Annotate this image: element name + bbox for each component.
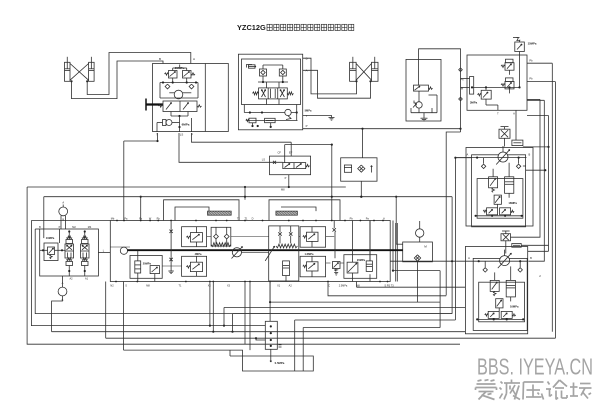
svg-text:P: P	[306, 124, 308, 128]
svg-text:A: A	[467, 152, 469, 156]
svg-text:10MPa: 10MPa	[46, 236, 55, 240]
svg-text:20MPa: 20MPa	[357, 258, 366, 262]
svg-text:1.6MPa: 1.6MPa	[305, 252, 314, 256]
svg-text:A: A	[62, 201, 64, 205]
svg-text:4MPa: 4MPa	[195, 252, 202, 256]
svg-text:2.5MPa: 2.5MPa	[339, 284, 348, 287]
svg-text:6MPa: 6MPa	[182, 123, 190, 127]
svg-text:P: P	[285, 176, 287, 180]
svg-text:5MPa: 5MPa	[305, 109, 312, 113]
svg-text:CF: CF	[277, 151, 281, 155]
svg-text:0.5MPa: 0.5MPa	[275, 361, 285, 365]
svg-text:B: B	[530, 256, 532, 260]
svg-text:A: A	[193, 57, 195, 61]
svg-text:B: B	[529, 152, 531, 156]
svg-text:LS: LS	[262, 158, 265, 162]
svg-text:C: C	[328, 284, 330, 287]
svg-text:YZC12G: YZC12G	[237, 23, 266, 32]
svg-text:Pb: Pb	[529, 77, 533, 81]
svg-text:S PS T3: S PS T3	[384, 284, 394, 287]
svg-text:M2: M2	[72, 226, 76, 229]
svg-text:BBS. IYEYA.CN: BBS. IYEYA.CN	[477, 354, 593, 380]
svg-text:20MPa: 20MPa	[143, 261, 152, 265]
svg-text:16MPa: 16MPa	[510, 304, 519, 308]
svg-text:16MPa: 16MPa	[508, 201, 517, 205]
svg-text:LS: LS	[180, 133, 184, 137]
svg-text:Mb: Mb	[111, 217, 115, 220]
svg-text:T: T	[306, 114, 308, 118]
svg-text:M8: M8	[356, 284, 360, 287]
svg-text:M8: M8	[281, 189, 285, 192]
svg-text:D: D	[252, 217, 254, 220]
svg-text:15MPa: 15MPa	[528, 42, 537, 46]
svg-text:Pb: Pb	[529, 59, 533, 63]
svg-text:B: B	[159, 57, 161, 61]
svg-text:A: A	[513, 112, 515, 116]
svg-text:M4: M4	[88, 226, 92, 229]
svg-text:M8: M8	[146, 284, 150, 287]
svg-text:A: A	[468, 256, 470, 260]
svg-text:3MPa: 3MPa	[470, 101, 478, 105]
